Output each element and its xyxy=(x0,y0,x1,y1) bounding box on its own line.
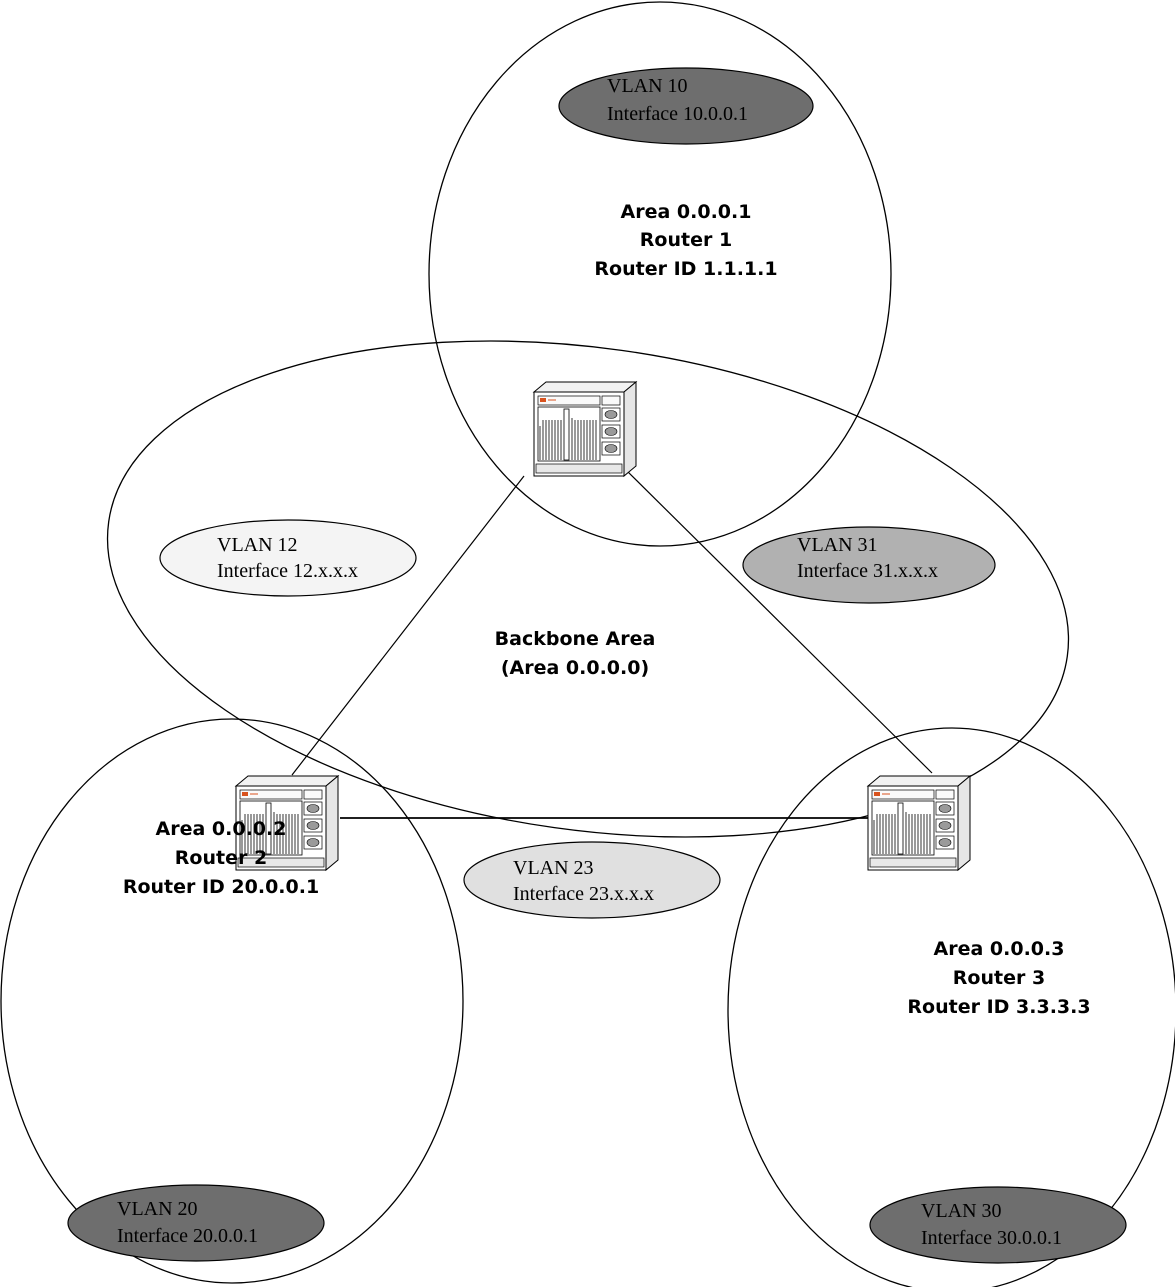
vlan-10-name: VLAN 10 xyxy=(607,75,688,97)
vlan-20-interface: Interface 20.0.0.1 xyxy=(117,1225,258,1247)
vlan-12-name: VLAN 12 xyxy=(217,534,298,556)
backbone-subtitle: (Area 0.0.0.0) xyxy=(501,657,649,679)
link-router1-router3 xyxy=(623,467,933,774)
vlan-31-name: VLAN 31 xyxy=(797,534,878,556)
vlan-30-ellipse xyxy=(869,1186,1127,1264)
area-2-router: Router 2 xyxy=(175,847,267,869)
vlan-30-name: VLAN 30 xyxy=(921,1200,1002,1222)
area-1-router-id: Router ID 1.1.1.1 xyxy=(594,258,777,280)
area-2-router-id: Router ID 20.0.0.1 xyxy=(123,876,319,898)
area-2-ellipse xyxy=(0,718,464,1284)
vlan-10-interface: Interface 10.0.0.1 xyxy=(607,103,748,125)
area-3-ellipse xyxy=(727,727,1175,1287)
vlan-20-name: VLAN 20 xyxy=(117,1198,198,1220)
area-3-title: Area 0.0.0.3 xyxy=(934,938,1065,960)
area-1-title: Area 0.0.0.1 xyxy=(621,201,752,223)
vlan-31-interface: Interface 31.x.x.x xyxy=(797,560,938,582)
backbone-title: Backbone Area xyxy=(495,628,656,650)
area-3-router-id: Router ID 3.3.3.3 xyxy=(907,996,1090,1018)
vlan-31-ellipse xyxy=(742,526,996,604)
area-3-router: Router 3 xyxy=(953,967,1045,989)
link-router1-router2 xyxy=(291,475,525,776)
vlan-23-ellipse xyxy=(463,841,721,919)
area-1-ellipse xyxy=(428,1,892,547)
vlan-12-ellipse xyxy=(159,519,417,597)
router-1-chassis-icon xyxy=(533,381,637,477)
vlan-23-interface: Interface 23.x.x.x xyxy=(513,883,654,905)
vlan-20-ellipse xyxy=(67,1184,325,1262)
backbone-area-ellipse xyxy=(106,340,1070,838)
area-1-router: Router 1 xyxy=(640,229,732,251)
area-2-title: Area 0.0.0.2 xyxy=(156,818,287,840)
vlan-23-name: VLAN 23 xyxy=(513,857,594,879)
vlan-10-ellipse xyxy=(558,67,814,145)
router-3-chassis-icon xyxy=(867,775,971,871)
vlan-12-interface: Interface 12.x.x.x xyxy=(217,560,358,582)
vlan-30-interface: Interface 30.0.0.1 xyxy=(921,1227,1062,1249)
